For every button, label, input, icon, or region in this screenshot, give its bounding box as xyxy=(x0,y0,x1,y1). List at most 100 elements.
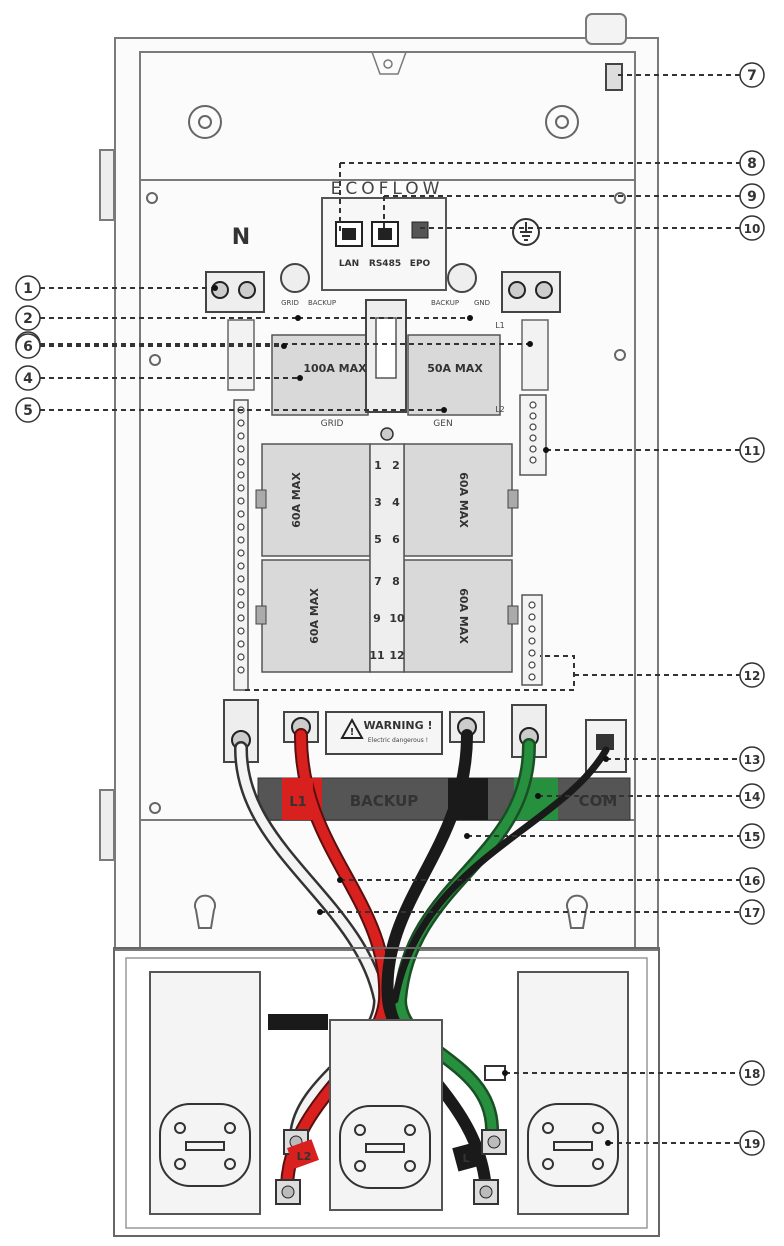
strip-hole xyxy=(237,471,245,479)
mounting-holes xyxy=(146,105,627,929)
strip-hole xyxy=(529,456,537,464)
svg-text:2: 2 xyxy=(23,311,33,327)
breaker-num-4: 4 xyxy=(392,496,400,509)
screw-4 xyxy=(614,349,626,361)
rating-tl: 60A MAX xyxy=(290,472,303,528)
leader-12 xyxy=(245,655,575,691)
top-knob xyxy=(585,13,627,45)
callout-11: 11 xyxy=(739,437,765,463)
strip-hole xyxy=(528,661,536,669)
ground-lug-2 xyxy=(535,281,553,299)
strip-hole xyxy=(237,549,245,557)
tag-grid-left: GRID xyxy=(281,299,299,307)
rating-br: 60A MAX xyxy=(457,588,470,644)
lan-label: LAN xyxy=(339,259,359,269)
black-wire xyxy=(381,729,492,1196)
busbar-com-label: COM xyxy=(579,792,618,810)
bottom-frame xyxy=(113,947,660,1237)
mount-hole-tl xyxy=(188,105,222,139)
svg-text:14: 14 xyxy=(744,790,761,804)
svg-text:5: 5 xyxy=(23,403,33,419)
strip-hole xyxy=(237,419,245,427)
callout-1: 1 xyxy=(15,275,41,301)
callout-numbers: 1 2 3 4 5 6 7 8 9 10 11 12 13 14 15 16 1… xyxy=(15,62,765,1156)
callout-18: 18 xyxy=(739,1060,765,1086)
screw-5 xyxy=(149,802,161,814)
callout-8: 8 xyxy=(739,150,765,176)
screw-2 xyxy=(614,192,626,204)
warning-subtitle: Electric dangerous ! xyxy=(368,737,428,744)
callout-16: 16 xyxy=(739,867,765,893)
strip-hole xyxy=(528,613,536,621)
callout-17: 17 xyxy=(739,899,765,925)
l2-label: L2 xyxy=(495,405,505,414)
tag-l1-text: L1 xyxy=(289,795,306,810)
brand-logo: ECOFLOW xyxy=(331,179,444,199)
bottom-section: L2 L L1 xyxy=(113,778,660,1237)
callout-2: 2 xyxy=(15,305,41,331)
top-notch-hole xyxy=(383,59,393,69)
main-breaker-grid xyxy=(271,334,369,416)
breaker-num-12: 12 xyxy=(389,649,404,662)
callout-7: 7 xyxy=(739,62,765,88)
strip-hole xyxy=(237,627,245,635)
strip-hole xyxy=(237,432,245,440)
svg-text:9: 9 xyxy=(747,189,757,205)
socket-housing-right xyxy=(517,971,629,1215)
neutral-lug-2 xyxy=(238,281,256,299)
branch-breaker-bottom-right xyxy=(403,559,513,673)
svg-text:19: 19 xyxy=(744,1137,761,1151)
strip-holes xyxy=(237,401,537,681)
strip-hole xyxy=(237,614,245,622)
callout-10: 10 xyxy=(739,215,765,241)
svg-text:11: 11 xyxy=(744,444,761,458)
tag-backup-left: BACKUP xyxy=(308,299,336,307)
busbar-backup-label: BACKUP xyxy=(350,792,419,810)
svg-text:18: 18 xyxy=(744,1067,761,1081)
socket-housing-left xyxy=(149,971,261,1215)
branch-breakers: 60A MAX 60A MAX 60A MAX 60A MAX 1 2 3 4 … xyxy=(255,443,519,673)
epo-label: EPO xyxy=(410,259,431,269)
breaker-num-9: 9 xyxy=(373,612,381,625)
socket-housing-center xyxy=(329,1019,443,1211)
rating-bl: 60A MAX xyxy=(308,588,321,644)
callout-6: 6 xyxy=(15,333,41,359)
warning-triangle-icon xyxy=(340,717,364,739)
branch-breaker-bottom-left xyxy=(261,559,371,673)
strip-hole xyxy=(529,423,537,431)
breaker-num-6: 6 xyxy=(392,533,400,546)
white-wire xyxy=(236,743,385,1140)
callout-5: 5 xyxy=(15,397,41,423)
breaker-num-1: 1 xyxy=(374,459,382,472)
left-hinge-top xyxy=(99,149,115,221)
svg-text:13: 13 xyxy=(744,753,761,767)
screw-1 xyxy=(146,192,158,204)
keyhole-left xyxy=(194,894,216,929)
main-breaker-gen xyxy=(407,334,501,416)
ground-terminal xyxy=(501,218,561,391)
socket-right xyxy=(527,1103,619,1187)
strip-hole xyxy=(237,497,245,505)
breaker-numbers: 1 2 3 4 5 6 7 8 9 10 11 12 xyxy=(369,459,405,662)
svg-text:16: 16 xyxy=(744,874,761,888)
keyhole-right xyxy=(566,894,588,929)
callout-15: 15 xyxy=(739,823,765,849)
grid-label: GRID xyxy=(321,419,344,429)
ground-lug-1 xyxy=(508,281,526,299)
left-hinge-bottom xyxy=(99,789,115,861)
strip-hole xyxy=(529,412,537,420)
strip-hole xyxy=(237,562,245,570)
callout-12: 12 xyxy=(739,662,765,688)
com-black-wire xyxy=(391,746,610,1004)
grid-rating: 100A MAX xyxy=(303,362,367,375)
main-breakers: GRID BACKUP BACKUP GND 100A MAX 50A MAX … xyxy=(271,263,505,441)
top-notch xyxy=(371,51,407,75)
tag-l2-text: L2 xyxy=(297,1150,312,1163)
epo-port xyxy=(411,221,429,239)
strip-hole xyxy=(528,673,536,681)
breaker-num-8: 8 xyxy=(392,575,400,588)
tag-l2 xyxy=(287,1139,319,1169)
callout-9: 9 xyxy=(739,183,765,209)
leader-dots xyxy=(212,285,611,1146)
breaker-num-10: 10 xyxy=(389,612,405,625)
